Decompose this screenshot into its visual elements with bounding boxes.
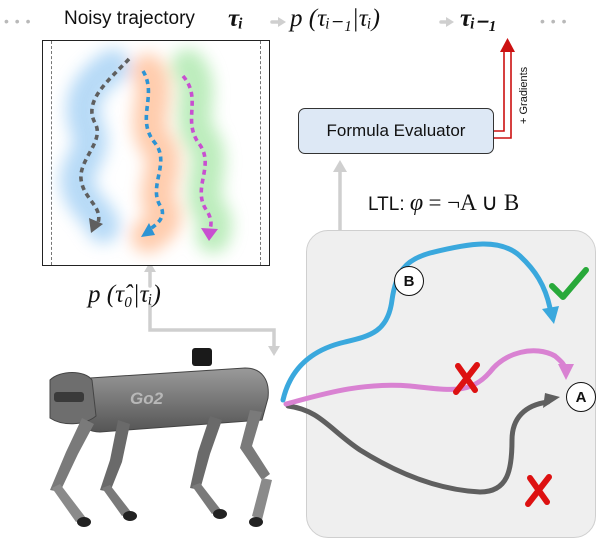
gray-path (285, 399, 551, 495)
gray-arrowhead (89, 218, 103, 233)
ltl-phi: φ (409, 190, 424, 216)
tau-prev-label: τᵢ₋₁ (460, 5, 498, 32)
formula-evaluator-box: Formula Evaluator (298, 108, 494, 154)
trailing-dots: • • • (540, 13, 568, 29)
gray-dashed-trajectory (79, 57, 131, 224)
ltl-expression: = ¬A ∪ B (428, 190, 520, 215)
cross-icon-lower (525, 474, 552, 507)
pink-path (283, 348, 568, 407)
transition-label: p (τᵢ₋₁|τᵢ) (290, 5, 380, 32)
ltl-formula: LTL: φ = ¬A ∪ B (368, 190, 519, 217)
ltl-prefix: LTL: (368, 194, 405, 215)
pink-dashed-trajectory (181, 74, 213, 232)
pink-path-arrowhead (558, 364, 574, 380)
node-b-label: B (403, 272, 415, 290)
predicted-clean-label: p (τ̂₀|τᵢ) (88, 281, 161, 308)
noisy-trajectory-panel (42, 40, 270, 266)
tau-i-label: τᵢ (228, 5, 244, 32)
robot-name-label: Go2 (130, 389, 164, 408)
cross-icon (453, 362, 480, 395)
orange-band (131, 54, 181, 253)
leading-dots: • • • (4, 13, 32, 29)
node-a-label: A (575, 388, 587, 406)
check-icon (549, 267, 589, 300)
gray-path-arrowhead (543, 393, 560, 408)
pink-arrowhead (201, 228, 218, 241)
formula-evaluator-label: Formula Evaluator (326, 121, 466, 140)
green-band (171, 49, 233, 253)
blue-path-arrowhead (542, 306, 559, 324)
node-b: B (394, 266, 424, 296)
robot-dog-icon: Go2 (49, 348, 272, 527)
node-a: A (566, 382, 596, 412)
trajectory-bounds (51, 41, 261, 265)
noisy-trajectory-plot (60, 49, 233, 253)
blue-arrowhead (141, 223, 155, 237)
blue-dashed-trajectory (141, 70, 165, 233)
noisy-trajectory-label: Noisy trajectory (64, 8, 195, 29)
blue-band (60, 49, 130, 243)
